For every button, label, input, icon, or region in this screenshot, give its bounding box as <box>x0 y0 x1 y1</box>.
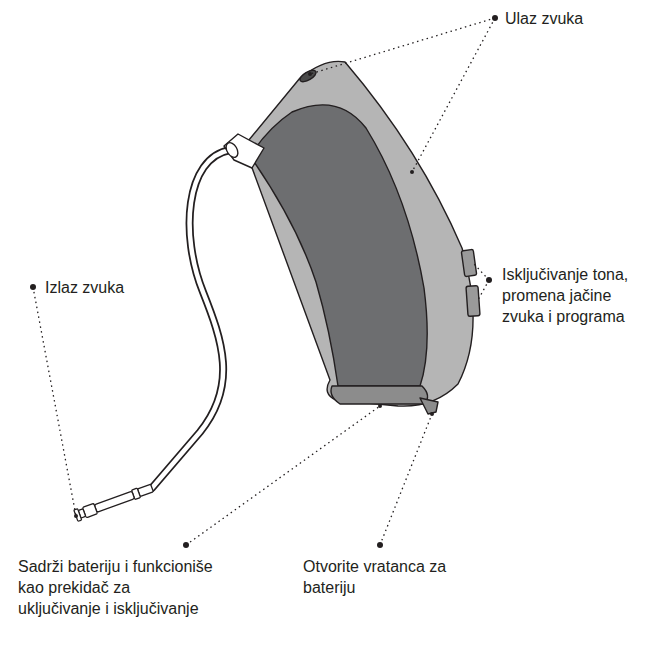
part-label: Sadrži bateriju i funkcioniše kao prekid… <box>18 556 214 619</box>
tube <box>152 150 230 488</box>
part-label: Otvorite vratanca za bateriju <box>303 556 453 598</box>
leader-dots <box>30 15 498 548</box>
part-label: Isključivanje tona, promena jačine zvuka… <box>502 264 634 327</box>
part-label: Izlaz zvuka <box>45 277 165 298</box>
hearing-aid-body <box>224 61 480 414</box>
earpiece <box>74 482 154 521</box>
leader-lines <box>33 18 495 545</box>
part-label: Ulaz zvuka <box>505 8 645 29</box>
